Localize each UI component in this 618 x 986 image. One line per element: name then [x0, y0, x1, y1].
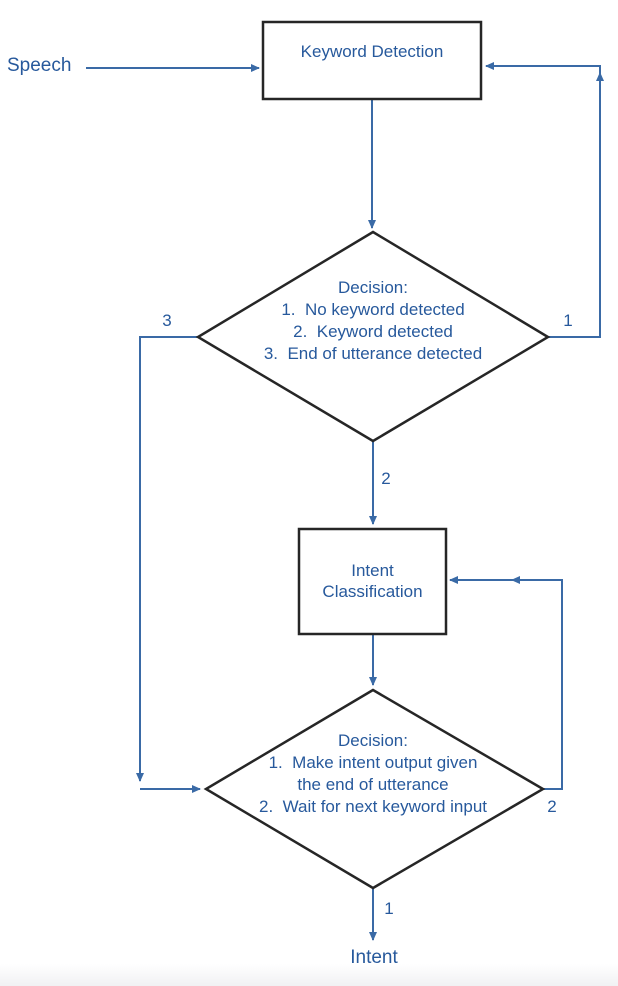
- decision2-item-1: 1. Make intent output given: [268, 753, 478, 772]
- keyword-detection-label: Keyword Detection: [300, 41, 444, 61]
- speech-label: Speech: [7, 55, 72, 76]
- decision1-item-2: 2. Keyword detected: [293, 322, 453, 341]
- edge-decision1-loop-to-keyword-detection: [485, 62, 601, 338]
- decision1-item-3: 3. End of utterance detected: [263, 344, 483, 363]
- decision2-text: Decision: 1. Make intent output given th…: [223, 730, 523, 818]
- decision1-text: Decision: 1. No keyword detected 2. Keyw…: [228, 277, 518, 365]
- edge-label-3: 3: [162, 311, 172, 330]
- intent-classification-label-text: Intent Classification: [322, 561, 423, 601]
- intent-label: Intent: [350, 947, 398, 968]
- intent-classification-label: Intent Classification: [299, 529, 446, 634]
- edge-decision2-loop-to-intent-classification: [449, 576, 563, 790]
- bottom-gradient-strip: [0, 964, 618, 986]
- decision1-title: Decision:: [338, 278, 408, 297]
- edge-label-2-down: 2: [381, 469, 391, 488]
- edge-label-1-loop: 1: [563, 311, 573, 330]
- decision2-item-1-cont: the end of utterance: [297, 775, 449, 794]
- edge-label-2-wait-loop: 2: [547, 797, 557, 816]
- decision2-item-2: 2. Wait for next keyword input: [258, 797, 488, 816]
- decision1-diamond-shape: [195, 230, 551, 443]
- decision1-item-1: 1. No keyword detected: [281, 300, 465, 319]
- edge-label-1-output: 1: [384, 899, 394, 918]
- keyword-detection-box-shape: [261, 20, 483, 101]
- edge-decision1-left-down: [136, 336, 198, 782]
- decision2-title: Decision:: [338, 731, 408, 750]
- decision2-diamond-shape: [203, 688, 546, 890]
- intent-classification-box-shape: [297, 527, 448, 636]
